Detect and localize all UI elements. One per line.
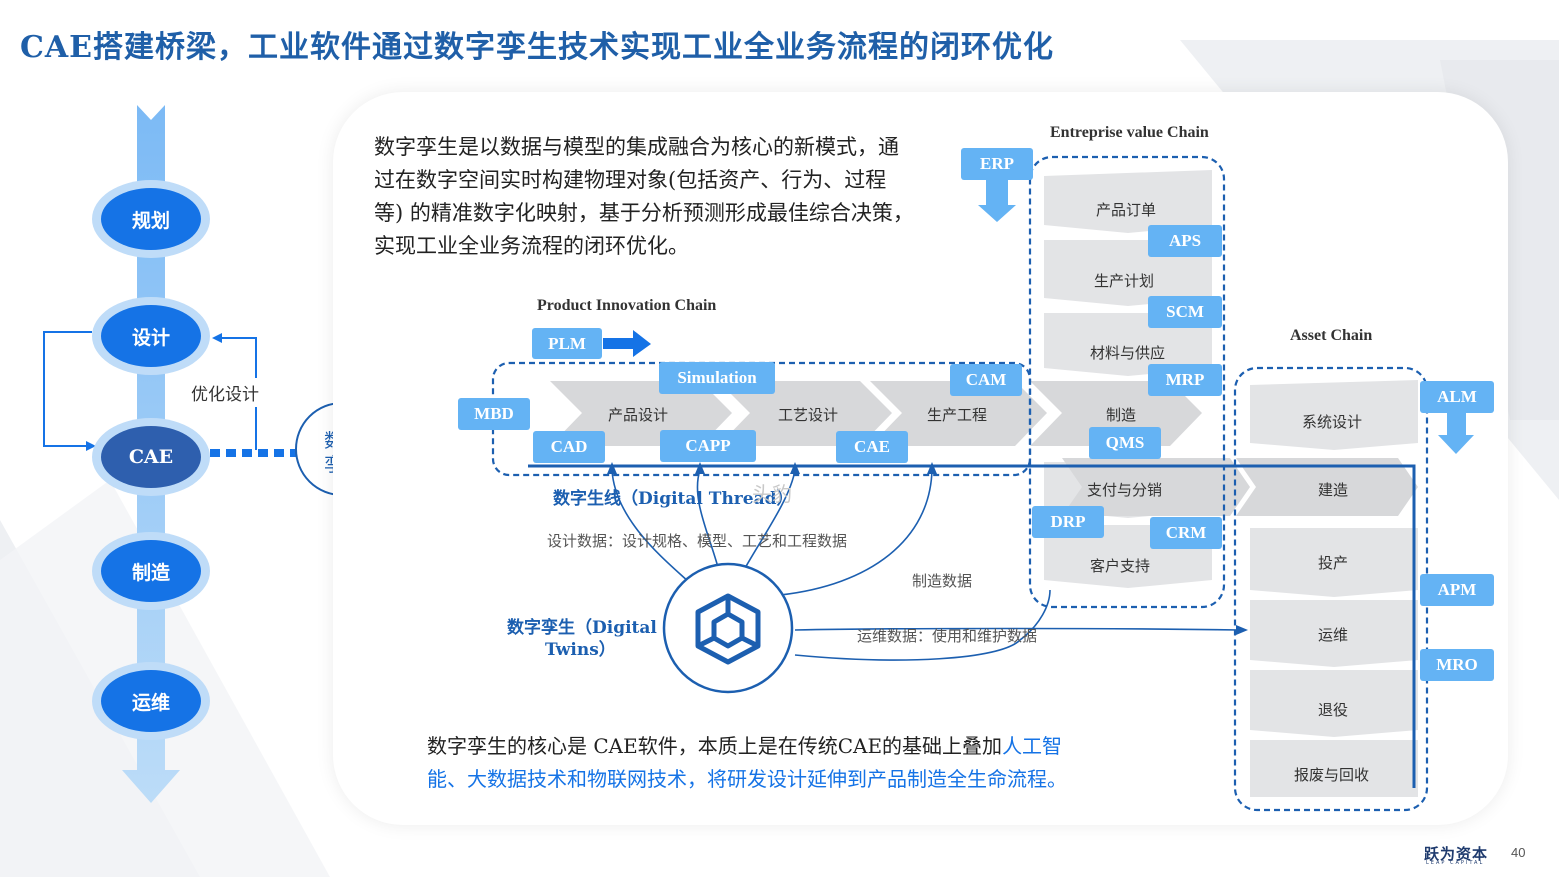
enterprise-chain-header: Entreprise value Chain	[1050, 124, 1209, 141]
page-number: 40	[1511, 845, 1526, 860]
enterprise-step-distribution: 支付与分销	[1087, 481, 1163, 499]
enterprise-step-planning: 生产计划	[1094, 272, 1155, 290]
asset-chain-header: Asset Chain	[1290, 327, 1373, 344]
stage-design-label: 设计	[101, 305, 201, 367]
crm-box: CRM	[1150, 517, 1222, 549]
intro-line-2: 过在数字空间实时构建物理对象(包括资产、行为、过程	[374, 168, 887, 192]
cae-box: CAE	[836, 431, 908, 463]
cam-box: CAM	[950, 364, 1022, 396]
asset-step-recycle: 报废与回收	[1294, 766, 1370, 784]
digital-thread-label: 数字生线（Digital Thread）	[553, 489, 794, 509]
simulation-box: Simulation	[659, 362, 775, 394]
product-step-design: 产品设计	[608, 406, 669, 424]
mbd-box: MBD	[458, 398, 530, 430]
intro-line-4: 实现工业全业务流程的闭环优化。	[374, 234, 689, 258]
stage-cae-label: CAE	[101, 426, 201, 488]
asset-step-commission: 投产	[1318, 554, 1349, 572]
stage-planning: 规划	[92, 180, 210, 258]
conclusion-highlight2: 能、大数据技术和物联网技术，将研发设计延伸到产品制造全生命流程。	[427, 767, 1067, 791]
conclusion-paragraph: 数字孪生的核心是 CAE软件，本质上是在传统CAE的基础上叠加人工智 能、大数据…	[427, 730, 1067, 796]
intro-line-3: 等) 的精准数字化映射，基于分析预测形成最佳综合决策，	[374, 201, 914, 225]
digital-twins-label-1: 数字孪生（Digital	[507, 618, 657, 638]
stage-operations-label: 运维	[101, 670, 201, 732]
asset-step-build: 建造	[1318, 481, 1349, 499]
enterprise-step-order: 产品订单	[1096, 201, 1157, 219]
product-chain-header: Product Innovation Chain	[537, 297, 717, 314]
design-data-label: 设计数据：设计规格、模型、工艺和工程数据	[547, 532, 848, 550]
enterprise-step-supply: 材料与供应	[1090, 344, 1166, 362]
brand-sub: LEAP CAPITAL	[1426, 860, 1485, 866]
stage-cae: CAE	[92, 418, 210, 496]
digital-twins-label-2: Twins）	[545, 640, 616, 660]
aps-box: APS	[1148, 225, 1222, 257]
qms-box: QMS	[1089, 427, 1161, 459]
drp-box: DRP	[1032, 506, 1104, 538]
conclusion-highlight1: 人工智	[1002, 734, 1063, 758]
stage-planning-label: 规划	[101, 188, 201, 250]
apm-box: APM	[1420, 574, 1494, 606]
intro-line-1: 数字孪生是以数据与模型的集成融合为核心的新模式，通	[374, 135, 899, 159]
intro-paragraph: 数字孪生是以数据与模型的集成融合为核心的新模式，通 过在数字空间实时构建物理对象…	[374, 131, 914, 263]
conclusion-part1: 数字孪生的核心是 CAE软件，本质上是在传统CAE的基础上叠加	[427, 734, 1003, 758]
watermark: 头豹	[752, 482, 792, 506]
ops-data-label: 运维数据：使用和维护数据	[857, 627, 1038, 645]
brand-logo: 跃为资本	[1424, 845, 1489, 863]
asset-step-retire: 退役	[1318, 701, 1349, 719]
feedback-label: 优化设计	[187, 378, 263, 407]
mrp-box: MRP	[1148, 364, 1222, 396]
stage-manufacturing-label: 制造	[101, 540, 201, 602]
stage-manufacturing: 制造	[92, 532, 210, 610]
plm-box: PLM	[532, 328, 602, 359]
scm-box: SCM	[1148, 296, 1222, 328]
mro-box: MRO	[1420, 649, 1494, 681]
page-title: CAE搭建桥梁，工业软件通过数字孪生技术实现工业全业务流程的闭环优化	[20, 30, 1055, 65]
stage-operations: 运维	[92, 662, 210, 740]
capp-box: CAPP	[660, 430, 756, 462]
manufacturing-data-label: 制造数据	[912, 572, 973, 590]
stage-design: 设计	[92, 297, 210, 375]
cad-box: CAD	[533, 431, 605, 463]
erp-box: ERP	[961, 148, 1033, 180]
enterprise-step-support: 客户支持	[1090, 557, 1151, 575]
asset-step-operations: 运维	[1318, 626, 1349, 644]
asset-step-system-design: 系统设计	[1302, 413, 1363, 431]
product-step-process: 工艺设计	[778, 406, 839, 424]
product-step-manufacturing: 制造	[1106, 406, 1137, 424]
product-step-engineering: 生产工程	[927, 406, 988, 424]
alm-box: ALM	[1420, 381, 1494, 413]
